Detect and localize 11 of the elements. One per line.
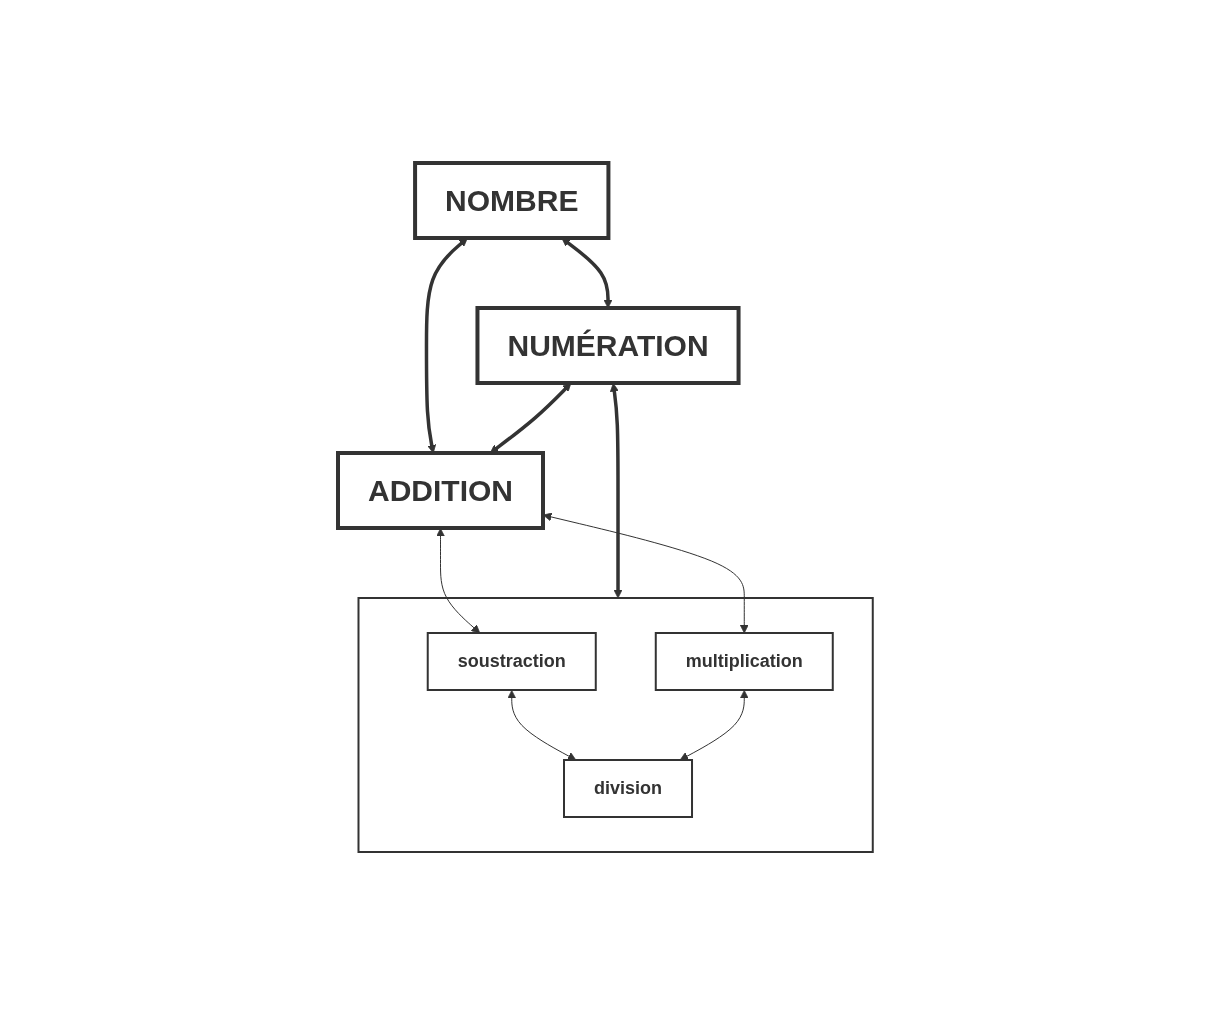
node-box: soustraction: [426, 632, 597, 691]
node-box: ADDITION: [335, 451, 545, 530]
arrow: [506, 690, 576, 761]
node-box: NOMBRE: [412, 161, 611, 240]
arrow: [435, 528, 480, 634]
arrow: [679, 690, 749, 761]
node-box: multiplication: [654, 632, 834, 691]
cluster: [357, 597, 874, 853]
node-box: NUMÉRATION: [475, 306, 741, 385]
node-box: division: [562, 759, 693, 818]
arrow: [609, 383, 622, 599]
